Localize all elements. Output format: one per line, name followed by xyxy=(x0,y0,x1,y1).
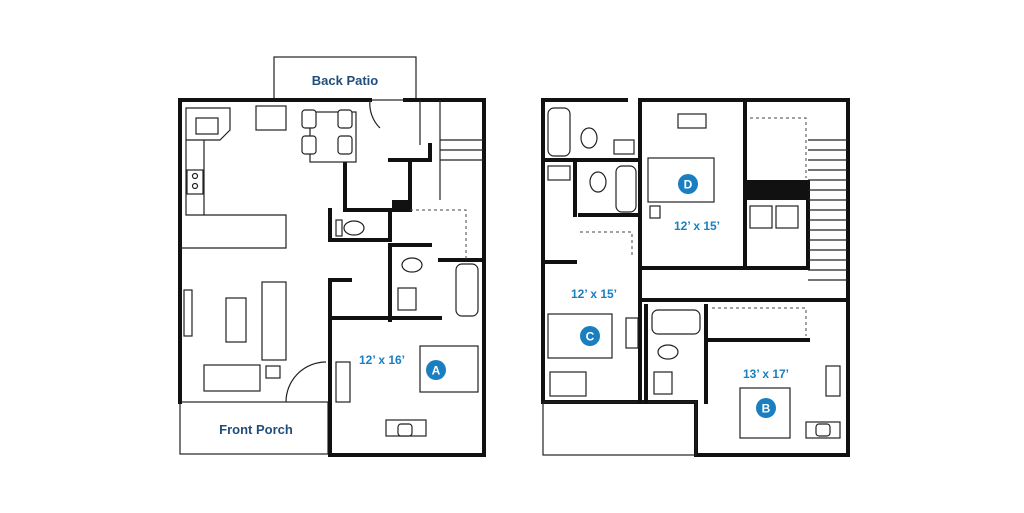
dryer-icon xyxy=(775,205,799,229)
chair-icon xyxy=(397,423,413,437)
washer-icon xyxy=(749,205,773,229)
bedroom-c-badge xyxy=(580,326,600,346)
sink-icon xyxy=(653,371,673,395)
sink-icon xyxy=(195,117,219,135)
fridge-icon xyxy=(255,105,287,131)
bedroom-a-badge xyxy=(426,360,446,380)
half-bath-wall xyxy=(328,143,432,242)
dresser-icon xyxy=(825,365,841,397)
bedroom-d-badge-letter: D xyxy=(684,178,693,192)
kitchen-island xyxy=(180,214,287,249)
bedroom-a-wall xyxy=(328,278,442,457)
bathtub-icon xyxy=(651,309,701,335)
chair-icon xyxy=(301,109,317,129)
toilet-icon xyxy=(401,257,423,273)
chair-icon xyxy=(815,423,831,437)
bedroom-c-size: 12’ x 15’ xyxy=(571,287,617,301)
sofa-icon xyxy=(203,364,261,392)
kitchen-corner-counter xyxy=(185,107,231,141)
bedroom-d-badge xyxy=(678,174,698,194)
toilet-icon xyxy=(589,171,607,193)
bathtub-icon xyxy=(547,107,571,157)
coffee-table xyxy=(225,297,247,343)
nightstand-icon xyxy=(649,205,661,219)
bedroom-a-badge-letter: A xyxy=(432,364,441,378)
chair-icon xyxy=(337,135,353,155)
bedroom-b-badge xyxy=(756,398,776,418)
bathtub-icon xyxy=(455,263,479,317)
back-patio-label: Back Patio xyxy=(312,73,379,88)
sink-icon xyxy=(613,139,635,155)
bedroom-a-size: 12’ x 16’ xyxy=(359,353,405,367)
entry-door-icon xyxy=(285,361,327,403)
stairs-icon xyxy=(808,139,848,281)
stairs-icon xyxy=(419,100,484,200)
first-floor-plan: Back Patio Front Porch xyxy=(178,56,486,457)
sink-icon xyxy=(397,287,417,311)
bedroom-b-badge-letter: B xyxy=(762,402,771,416)
patio-door-icon xyxy=(369,99,381,129)
desk-icon xyxy=(677,113,707,129)
toilet-icon xyxy=(657,344,679,360)
bath-wall xyxy=(388,243,486,322)
chair-icon xyxy=(301,135,317,155)
nightstand-icon xyxy=(625,317,639,349)
sofa-icon xyxy=(261,281,287,361)
sink-icon xyxy=(547,165,571,181)
bathtub-icon xyxy=(615,165,637,213)
tv-icon xyxy=(183,289,193,337)
side-table xyxy=(265,365,281,379)
bedroom-c-wall xyxy=(541,260,850,404)
bedroom-b-size: 13’ x 17’ xyxy=(743,367,789,381)
chair-icon xyxy=(337,109,353,129)
toilet-icon xyxy=(343,220,365,236)
dresser-icon xyxy=(335,361,351,403)
bedroom-c-badge-letter: C xyxy=(586,330,595,344)
second-floor-plan: D 12’ x 15’ 12’ x 15’ C 13’ x 17’ B xyxy=(541,98,850,457)
bed-icon xyxy=(419,345,479,393)
middle-bath-wall xyxy=(644,304,708,404)
stove-icon xyxy=(186,169,204,195)
front-porch-label: Front Porch xyxy=(219,422,293,437)
desk-icon xyxy=(549,371,587,397)
bedroom-d-size: 12’ x 15’ xyxy=(674,219,720,233)
toilet-icon xyxy=(580,127,598,149)
